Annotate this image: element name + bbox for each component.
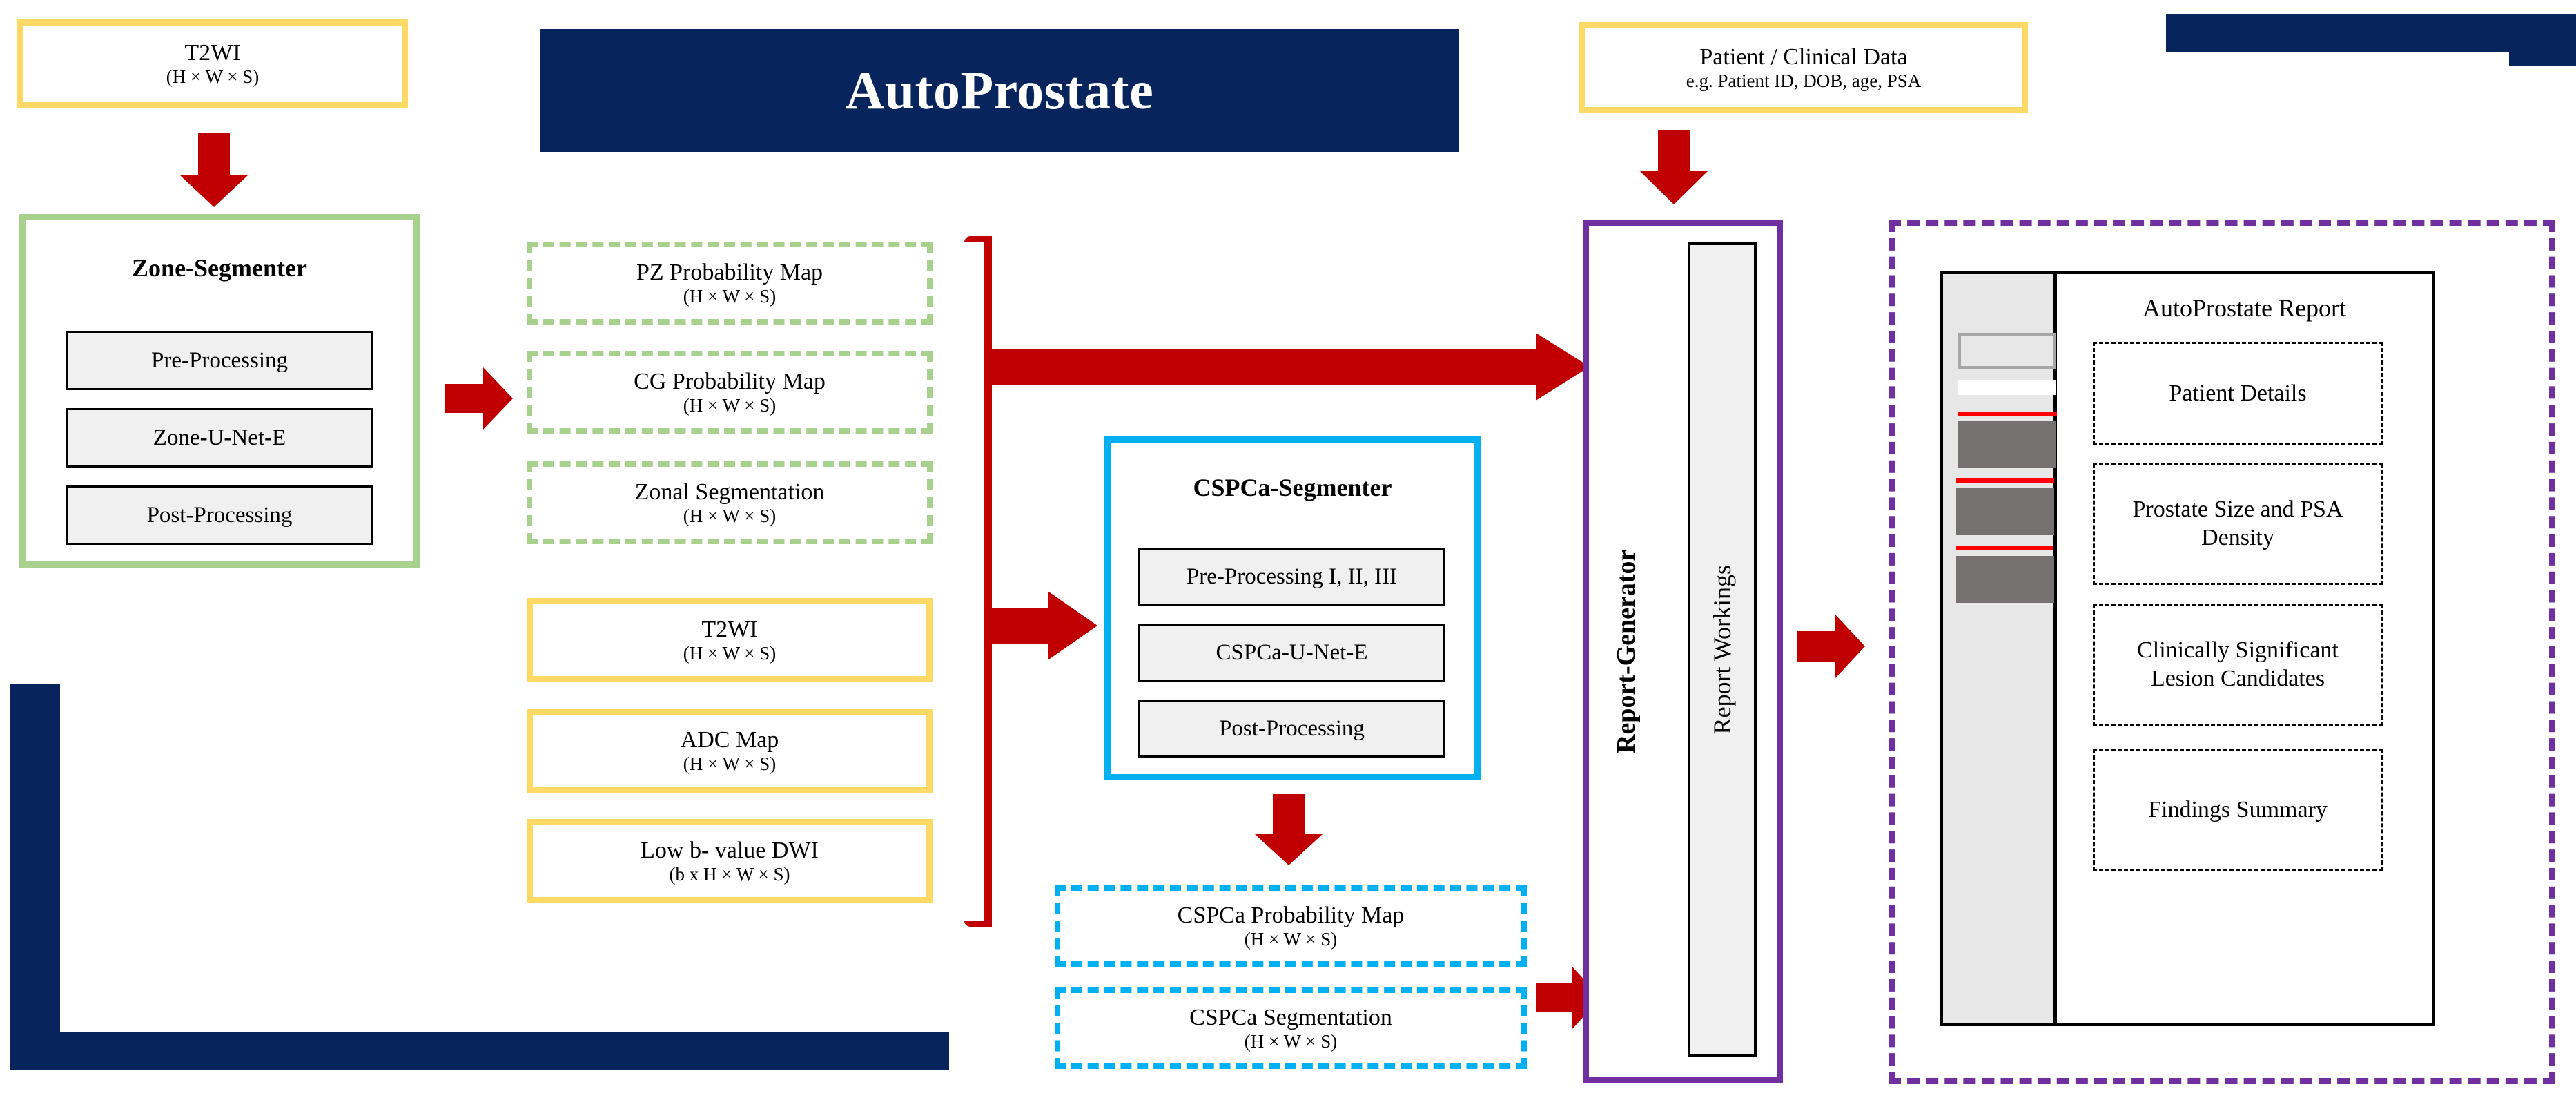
input-t2wi-dims: (H × W × S): [166, 66, 260, 87]
cspca-step-net-label: CSPCa-U-Net-E: [1216, 639, 1368, 665]
report-title: AutoProstate Report: [2143, 294, 2346, 322]
cspca-segmenter-module: CSPCa-Segmenter Pre-Processing I, II, II…: [1104, 436, 1481, 780]
navy-decor-bottom-left-horizontal: [10, 1032, 949, 1070]
cspca-output-segmentation-label: CSPCa Segmentation: [1189, 1004, 1392, 1030]
image-input-dwi-label: Low b- value DWI: [641, 837, 819, 863]
input-clinical-data-sub: e.g. Patient ID, DOB, age, PSA: [1686, 70, 1922, 91]
cspca-output-probmap-box: CSPCa Probability Map (H × W × S): [1055, 885, 1527, 967]
input-clinical-data-box: Patient / Clinical Data e.g. Patient ID,…: [1579, 22, 2028, 113]
cspca-step-pre-label: Pre-Processing I, II, III: [1186, 563, 1398, 589]
report-thumb-image-1: [1958, 421, 2056, 468]
report-preview: AutoProstate Report Patient Details Pros…: [1940, 271, 2435, 1026]
red-bracket-top-cap: [964, 236, 992, 242]
report-section-prostate-size: Prostate Size and PSA Density: [2093, 463, 2383, 585]
report-thumb-redline-3: [1956, 546, 2053, 550]
report-thumb-white-1: [1958, 380, 2056, 395]
zone-output-cg-label: CG Probability Map: [634, 368, 826, 394]
zone-output-pz-box: PZ Probability Map (H × W × S): [527, 242, 933, 325]
report-thumb-image-2: [1956, 488, 2054, 535]
zone-segmenter-step-pre: Pre-Processing: [66, 331, 373, 390]
navy-decor-top-right-bar: [2166, 14, 2576, 52]
cspca-segmenter-title: CSPCa-Segmenter: [1193, 474, 1392, 501]
arrow-zone-segmenter-to-outputs: [445, 367, 513, 430]
report-workings-box: Report Workings: [1688, 242, 1757, 1057]
input-t2wi-box: T2WI (H × W × S): [17, 19, 408, 108]
zone-segmenter-step-post: Post-Processing: [66, 485, 373, 545]
report-workings-label: Report Workings: [1708, 565, 1736, 735]
zone-output-zonal-label: Zonal Segmentation: [634, 479, 825, 505]
input-clinical-data-label: Patient / Clinical Data: [1699, 44, 1908, 70]
cspca-segmenter-step-net: CSPCa-U-Net-E: [1138, 624, 1445, 682]
zone-segmenter-title: Zone-Segmenter: [132, 254, 307, 282]
cspca-output-segmentation-box: CSPCa Segmentation (H × W × S): [1055, 987, 1527, 1069]
navy-decor-bottom-left-vertical: [10, 684, 60, 1070]
report-thumb-redline-1: [1958, 412, 2060, 416]
image-input-dwi-box: Low b- value DWI (b x H × W × S): [527, 819, 933, 903]
zone-output-zonal-dims: (H × W × S): [683, 505, 777, 526]
cspca-output-probmap-label: CSPCa Probability Map: [1177, 902, 1405, 928]
image-input-t2wi-label: T2WI: [701, 616, 758, 642]
report-section-lesion-candidates-label: Clinically Significant Lesion Candidates: [2137, 637, 2339, 691]
report-section-patient-details-label: Patient Details: [2169, 380, 2307, 406]
zone-step-net-label: Zone-U-Net-E: [153, 425, 286, 450]
input-t2wi-label: T2WI: [184, 39, 241, 66]
report-thumb-outline-1: [1958, 333, 2056, 369]
zone-step-post-label: Post-Processing: [146, 502, 293, 528]
zone-output-pz-dims: (H × W × S): [683, 285, 777, 307]
arrow-cspca-segmenter-to-outputs: [1255, 794, 1323, 865]
app-title-banner: AutoProstate: [540, 29, 1459, 152]
report-body: AutoProstate Report Patient Details Pros…: [2057, 274, 2432, 1023]
zone-output-pz-label: PZ Probability Map: [636, 259, 823, 285]
report-thumbnail-strip: [1943, 274, 2060, 1023]
report-section-findings-summary-label: Findings Summary: [2148, 796, 2328, 822]
image-input-adc-dims: (H × W × S): [683, 753, 777, 774]
app-title: AutoProstate: [845, 60, 1154, 120]
image-input-t2wi-box: T2WI (H × W × S): [527, 598, 933, 682]
cspca-segmenter-step-post: Post-Processing: [1138, 700, 1445, 758]
zone-output-cg-box: CG Probability Map (H × W × S): [527, 351, 933, 434]
arrow-t2wi-to-zone-segmenter: [180, 133, 248, 207]
report-section-prostate-size-label: Prostate Size and PSA Density: [2132, 497, 2343, 550]
report-thumb-image-3: [1956, 556, 2054, 603]
zone-segmenter-step-net: Zone-U-Net-E: [66, 408, 373, 468]
zone-output-zonal-box: Zonal Segmentation (H × W × S): [527, 461, 933, 544]
image-input-adc-box: ADC Map (H × W × S): [527, 709, 933, 793]
arrow-report-generator-to-report: [1797, 615, 1865, 678]
red-arrow-to-report-head: [1536, 333, 1590, 401]
arrow-clinical-data-to-report-generator: [1640, 130, 1708, 204]
report-section-patient-details: Patient Details: [2093, 342, 2383, 445]
cspca-output-segmentation-dims: (H × W × S): [1244, 1030, 1338, 1052]
report-section-lesion-candidates: Clinically Significant Lesion Candidates: [2093, 604, 2383, 726]
report-generator-module: Report-Generator Report Workings: [1583, 220, 1783, 1083]
zone-output-cg-dims: (H × W × S): [683, 394, 777, 416]
red-bracket-vertical: [984, 236, 992, 927]
red-bracket-bottom-cap: [964, 921, 992, 927]
report-section-findings-summary: Findings Summary: [2093, 749, 2383, 871]
image-input-dwi-dims: (b x H × W × S): [669, 863, 790, 885]
red-arrow-to-cspca-head: [1048, 591, 1097, 660]
image-input-adc-label: ADC Map: [680, 726, 779, 753]
cspca-segmenter-step-pre: Pre-Processing I, II, III: [1138, 548, 1445, 606]
image-input-t2wi-dims: (H × W × S): [683, 642, 777, 664]
zone-step-pre-label: Pre-Processing: [151, 347, 288, 373]
report-thumb-redline-2: [1956, 478, 2054, 483]
navy-decor-top-right-tab: [2509, 14, 2576, 66]
report-generator-title: Report-Generator: [1612, 549, 1641, 753]
red-arrow-to-report-shaft: [988, 349, 1541, 385]
cspca-step-post-label: Post-Processing: [1219, 715, 1365, 741]
red-arrow-to-cspca-shaft: [988, 608, 1052, 644]
zone-segmenter-module: Zone-Segmenter Pre-Processing Zone-U-Net…: [19, 214, 420, 568]
cspca-output-probmap-dims: (H × W × S): [1244, 928, 1338, 950]
